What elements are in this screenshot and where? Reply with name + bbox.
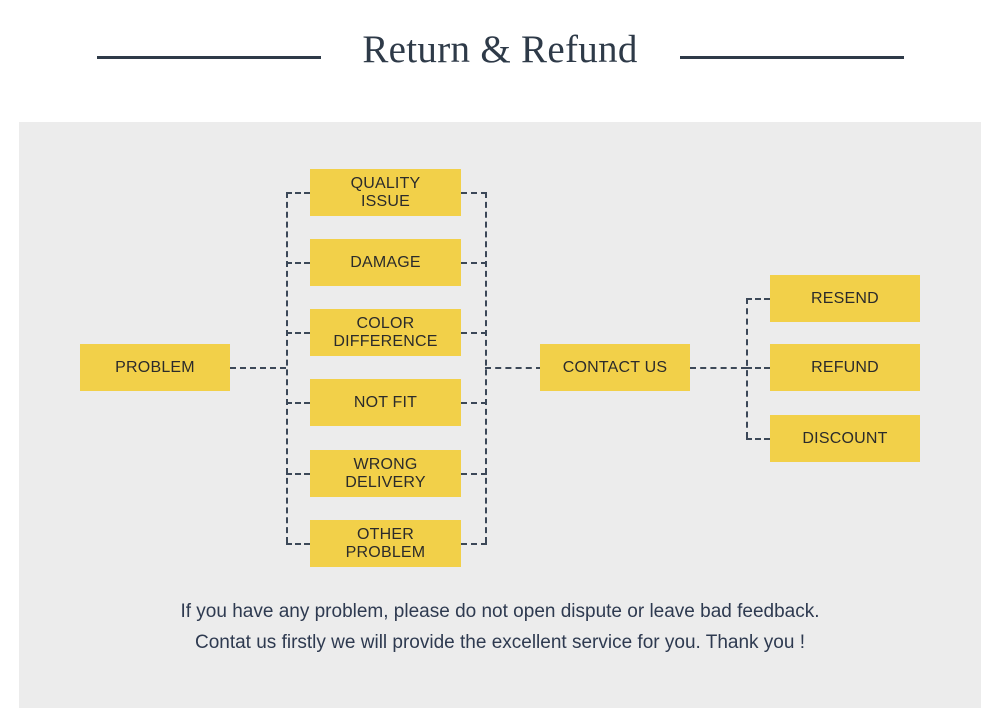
- node-color-difference[interactable]: COLOR DIFFERENCE: [310, 309, 461, 356]
- node-discount[interactable]: DISCOUNT: [770, 415, 920, 462]
- connector-right-stub-4: [461, 402, 487, 404]
- connector-right-stub-6: [461, 543, 487, 545]
- node-resend[interactable]: RESEND: [770, 275, 920, 322]
- node-other-problem[interactable]: OTHER PROBLEM: [310, 520, 461, 567]
- connector-left-stub-5: [286, 473, 310, 475]
- connector-right-stub-1: [461, 192, 487, 194]
- node-not-fit[interactable]: NOT FIT: [310, 379, 461, 426]
- connector-right-stub-5: [461, 473, 487, 475]
- title-rule-right: [680, 56, 904, 59]
- diagram-panel: PROBLEM QUALITY ISSUE DAMAGE COLOR DIFFE…: [19, 122, 981, 708]
- node-wrong-delivery[interactable]: WRONG DELIVERY: [310, 450, 461, 497]
- connector-spine-to-contact: [485, 367, 542, 369]
- connector-problem-to-spine: [230, 367, 286, 369]
- connector-resolution-stub-1: [746, 298, 770, 300]
- node-problem[interactable]: PROBLEM: [80, 344, 230, 391]
- title-rule-left: [97, 56, 321, 59]
- node-contact-us[interactable]: CONTACT US: [540, 344, 690, 391]
- node-refund[interactable]: REFUND: [770, 344, 920, 391]
- connector-left-stub-4: [286, 402, 310, 404]
- page-header: Return & Refund: [0, 0, 1000, 112]
- connector-contact-to-right-spine: [690, 367, 747, 369]
- connector-right-stub-2: [461, 262, 487, 264]
- footer-note-line-2: Contat us firstly we will provide the ex…: [194, 632, 806, 653]
- footer-note-line-1: If you have any problem, please do not o…: [180, 601, 820, 622]
- node-damage[interactable]: DAMAGE: [310, 239, 461, 286]
- footer-note: If you have any problem, please do not o…: [19, 596, 981, 658]
- node-quality-issue[interactable]: QUALITY ISSUE: [310, 169, 461, 216]
- connector-left-stub-6: [286, 543, 310, 545]
- connector-resolution-stub-2: [746, 367, 770, 369]
- connector-right-stub-3: [461, 332, 487, 334]
- connector-left-stub-2: [286, 262, 310, 264]
- page-title: Return & Refund: [362, 28, 638, 71]
- connector-resolution-stub-3: [746, 438, 770, 440]
- connector-left-stub-1: [286, 192, 310, 194]
- connector-left-stub-3: [286, 332, 310, 334]
- connector-left-spine: [286, 192, 288, 543]
